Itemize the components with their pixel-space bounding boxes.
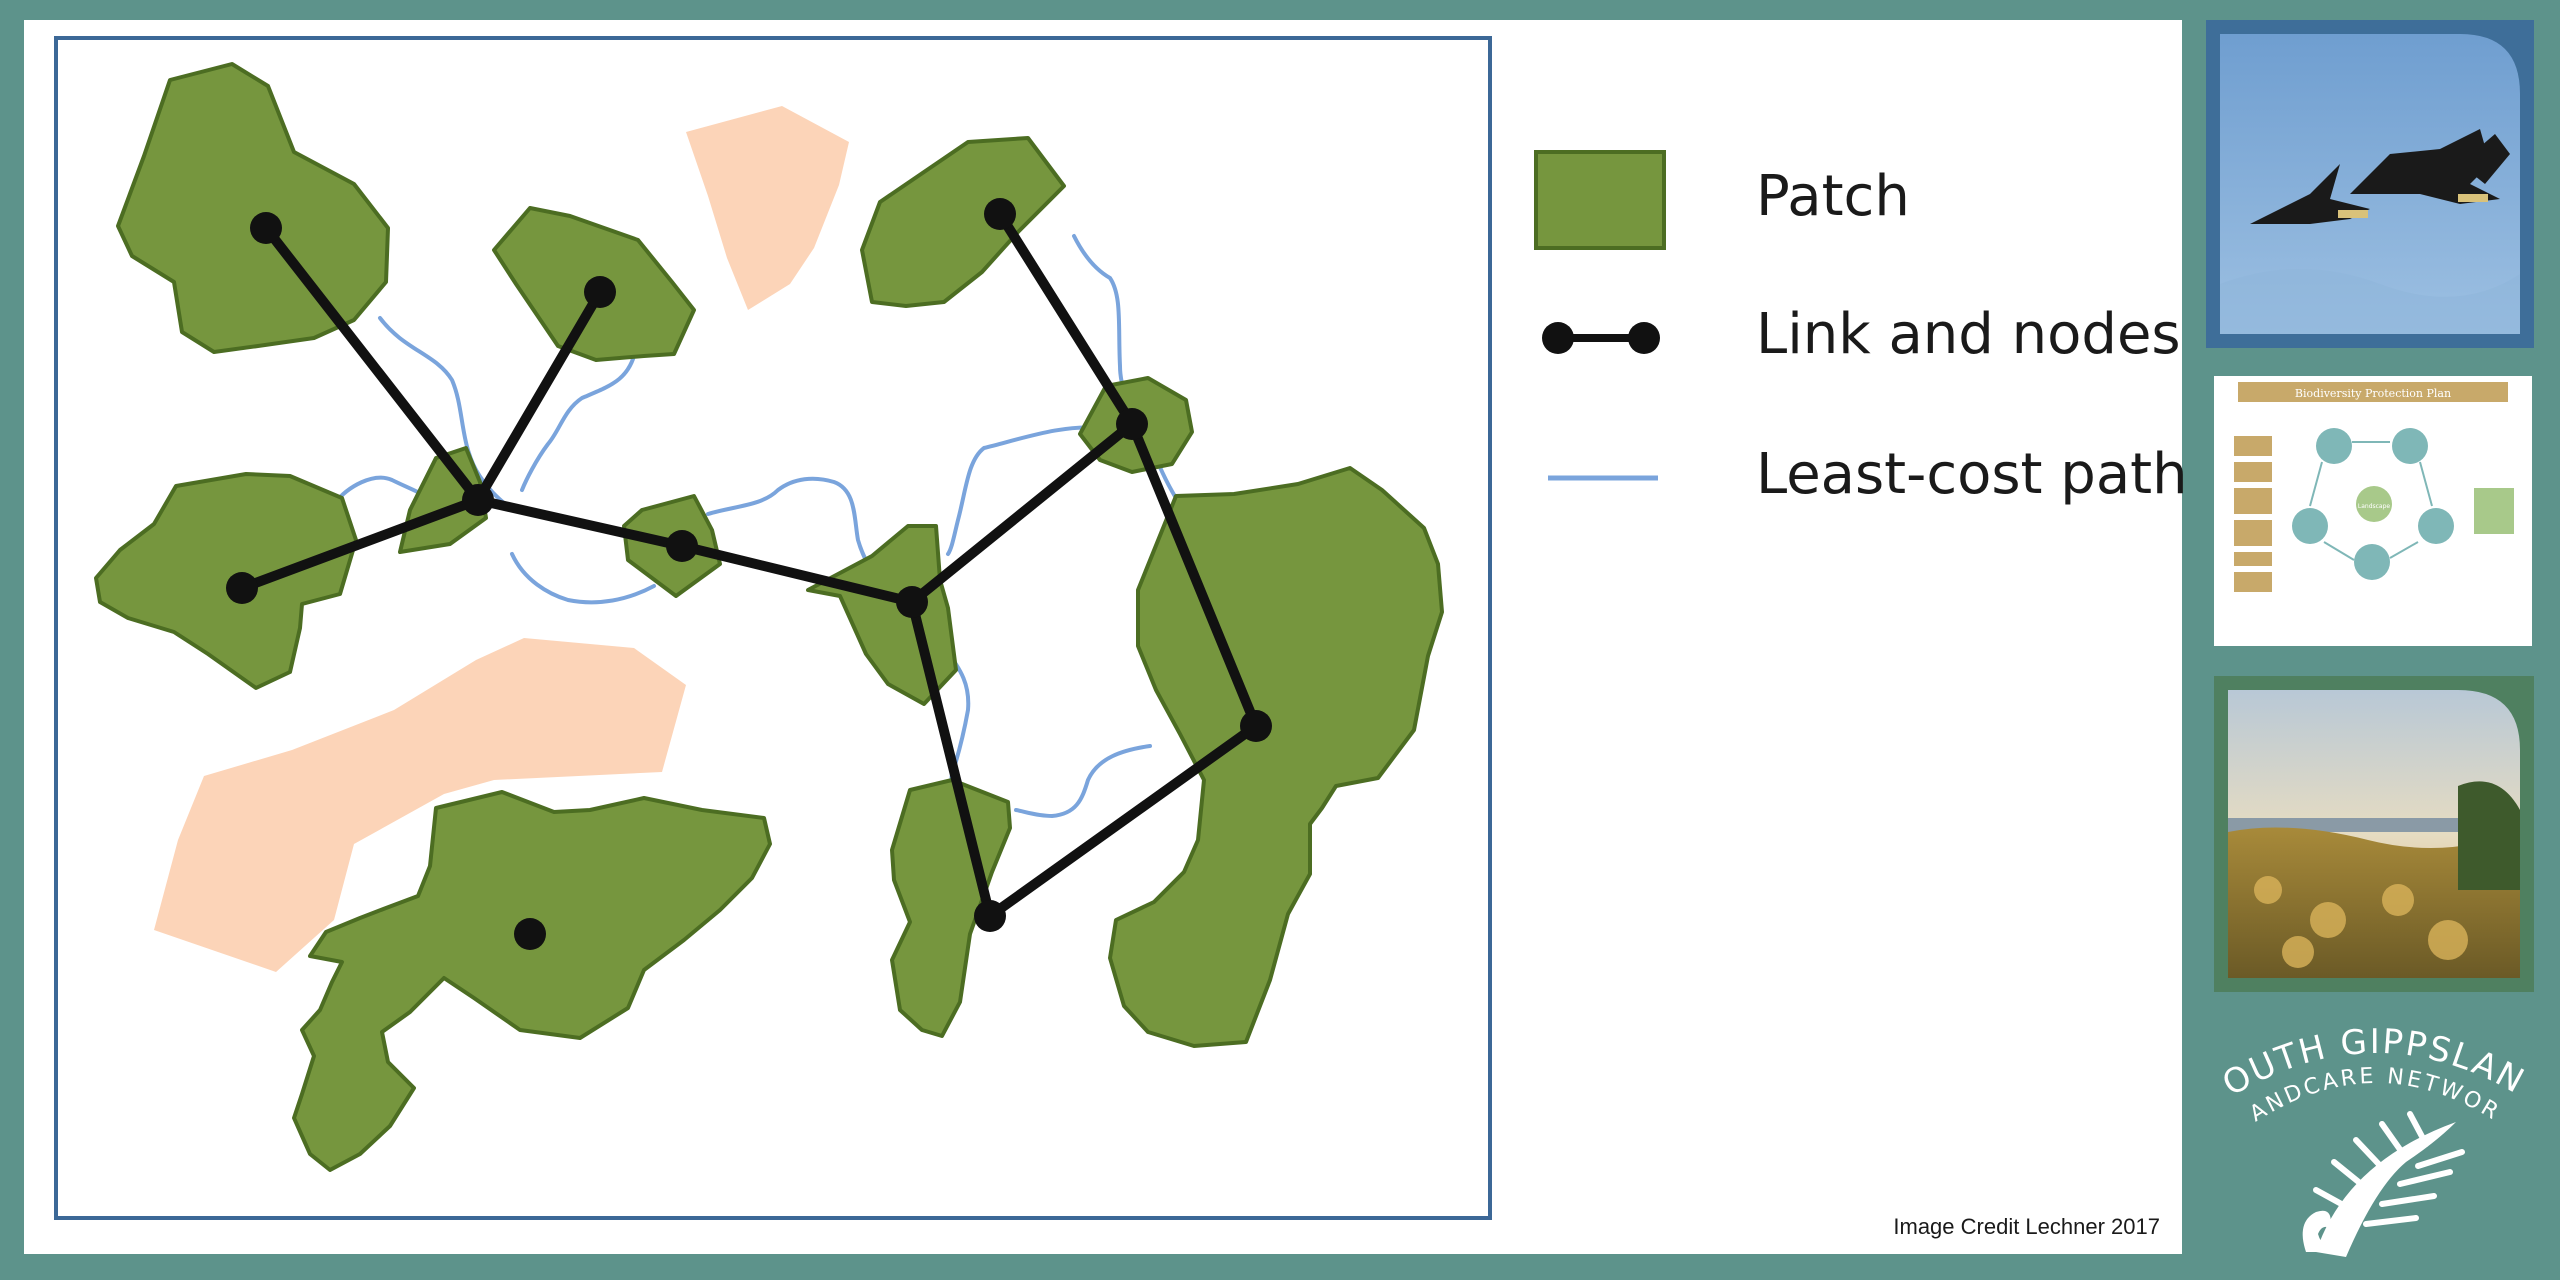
link <box>907 597 995 921</box>
thumbnail-cockatoos[interactable] <box>2206 20 2534 348</box>
legend-row-patch: Patch <box>1534 150 2174 260</box>
node <box>226 572 258 604</box>
legend-label-patch: Patch <box>1756 164 1910 229</box>
node <box>1240 710 1272 742</box>
plan-center-label: Landscape <box>2358 503 2391 510</box>
patch-swatch <box>1534 150 1666 250</box>
link <box>473 495 687 551</box>
link <box>677 541 917 607</box>
legend-row-link: Link and nodes <box>1534 288 2181 398</box>
patch <box>292 790 772 1172</box>
node <box>1116 408 1148 440</box>
thumbnail-landscape[interactable] <box>2214 676 2534 992</box>
slide-panel: Patch Link and nodes Least-cost path Ima… <box>24 20 2188 1254</box>
patch <box>116 62 390 354</box>
patches <box>94 62 1444 1172</box>
node <box>666 530 698 562</box>
link <box>261 223 483 505</box>
link <box>1127 419 1261 731</box>
link <box>985 721 1261 921</box>
least-cost-path <box>946 425 1104 556</box>
link-nodes-swatch <box>1542 322 1660 354</box>
node <box>462 484 494 516</box>
patch <box>860 136 1066 308</box>
legend-label-link: Link and nodes <box>1756 302 2181 367</box>
map-frame <box>54 36 1492 1220</box>
legend-row-path: Least-cost path <box>1534 428 2188 538</box>
nodes <box>226 198 1272 950</box>
matrix-area <box>686 106 849 310</box>
least-cost-path <box>510 552 656 605</box>
node <box>896 586 928 618</box>
legend-label-path: Least-cost path <box>1756 442 2188 507</box>
thumbnail-plan[interactable]: Biodiversity Protection Plan Landscape <box>2214 376 2532 646</box>
landcare-logo: SOUTH GIPPSLAND LANDCARE NETWORK <box>2192 981 2546 1270</box>
node <box>250 212 282 244</box>
link <box>995 209 1137 429</box>
link <box>237 495 483 593</box>
least-cost-path-swatch <box>1548 475 1658 481</box>
patch <box>94 472 358 690</box>
node <box>514 918 546 950</box>
plan-diagram-image: Biodiversity Protection Plan Landscape <box>2214 376 2532 646</box>
link <box>907 419 1137 607</box>
logo-line-1: SOUTH GIPPSLAND <box>2206 1012 2532 1105</box>
plan-title: Biodiversity Protection Plan <box>2295 387 2451 400</box>
image-credit: Image Credit Lechner 2017 <box>1893 1214 2160 1239</box>
least-cost-path <box>1014 744 1152 818</box>
node <box>984 198 1016 230</box>
landscape-image <box>2228 690 2520 978</box>
matrix-area <box>154 638 686 972</box>
connectivity-map <box>94 62 1444 1172</box>
fern-icon <box>2302 1111 2465 1257</box>
node <box>974 900 1006 932</box>
patch <box>806 524 958 706</box>
cockatoo-image <box>2220 34 2520 334</box>
links <box>237 209 1261 921</box>
patch <box>890 778 1012 1038</box>
patch <box>1108 466 1444 1048</box>
node <box>584 276 616 308</box>
least-cost-path <box>520 346 638 492</box>
link <box>473 287 605 505</box>
least-cost-path <box>706 476 872 570</box>
